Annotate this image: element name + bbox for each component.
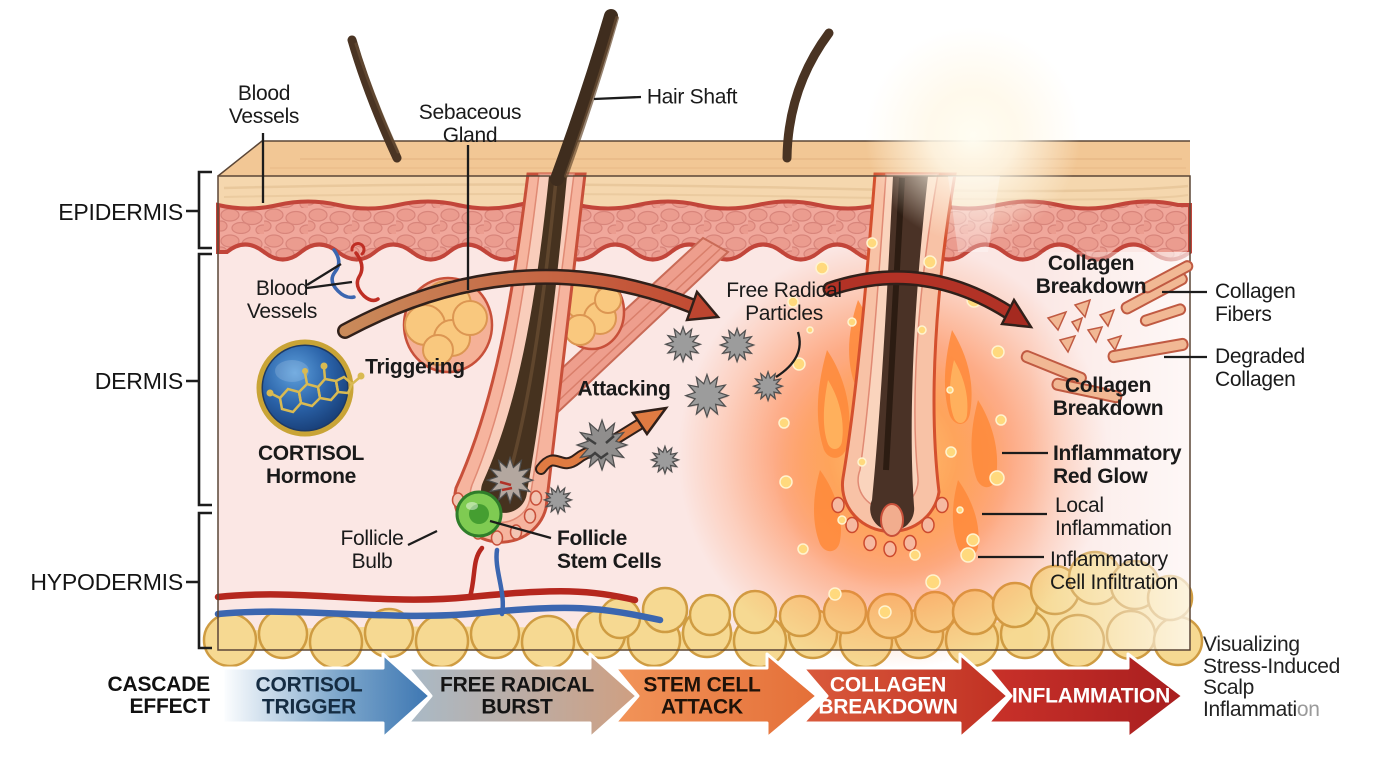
cortisol-hormone-icon bbox=[256, 339, 365, 437]
cascade-step-free-radical-burst: FREE RADICAL BURST bbox=[440, 673, 594, 718]
inflammatory-cell-infiltration-label: Inflammatory Cell Infiltration bbox=[1050, 548, 1178, 594]
triggering-arrowhead bbox=[685, 289, 721, 322]
epidermis-label: EPIDERMIS bbox=[58, 199, 183, 225]
blood-vessels-dermis-label: Blood Vessels bbox=[246, 277, 318, 323]
inflammatory-red-glow-label: Inflammatory Red Glow bbox=[1053, 442, 1182, 488]
degraded-collagen-label: Degraded Collagen bbox=[1215, 345, 1305, 391]
caption-line: Inflammation bbox=[1203, 697, 1320, 721]
free-radical-particles-label: Free Radical Particles bbox=[726, 279, 842, 325]
free-radical-bulb-icon: ✹ bbox=[484, 448, 536, 515]
cortisol-molecule-icon bbox=[271, 367, 360, 414]
damaged-cell-marks bbox=[499, 480, 513, 492]
bulb-cells-right bbox=[831, 496, 949, 558]
dermal-blood-vessels bbox=[330, 242, 380, 303]
collagen-fragments bbox=[1020, 260, 1194, 404]
caption-line: Stress-Induced bbox=[1203, 654, 1341, 678]
cascade-arrow-4 bbox=[801, 652, 1010, 740]
breakdown-arrowhead bbox=[1000, 297, 1034, 329]
attacking-label: Attacking bbox=[577, 377, 671, 401]
light-glare bbox=[865, 27, 1081, 252]
blood-vessels-top-label: Blood Vessels bbox=[228, 82, 300, 128]
collagen-fibers-label: Collagen Fibers bbox=[1215, 280, 1296, 326]
cascade-arrow-3 bbox=[613, 652, 819, 740]
cascade-step-inflammation: INFLAMMATION bbox=[1011, 684, 1171, 708]
free-radical-icon: ✹ bbox=[683, 365, 731, 428]
collagen-breakdown-upper-label: Collagen Breakdown bbox=[1035, 252, 1147, 298]
cascade-arrow-1 bbox=[221, 652, 432, 740]
free-radical-icon: ✹ bbox=[649, 440, 681, 481]
diagram-caption: Visualizing Stress-Induced Scalp Inflamm… bbox=[1203, 634, 1340, 720]
hair-follicle-right-inflamed bbox=[831, 172, 957, 558]
dermal-structures bbox=[402, 172, 957, 558]
free-radical-attacker-icon: ✹ bbox=[574, 409, 631, 483]
free-radical-icon: ✹ bbox=[542, 480, 574, 521]
hair-shafts bbox=[347, 9, 834, 186]
caption-line: Visualizing bbox=[1203, 633, 1300, 656]
hair-shaft-label: Hair Shaft bbox=[646, 85, 738, 109]
local-inflammation-label: Local Inflammation bbox=[1055, 494, 1172, 540]
free-radical-icon: ✹ bbox=[663, 319, 703, 371]
cascade-step-collagen-breakdown: COLLAGEN BREAKDOWN bbox=[818, 673, 958, 718]
cascade-arrows bbox=[221, 652, 1185, 740]
free-radical-icon: ✹ bbox=[718, 322, 756, 371]
hypodermis-blood-vessels bbox=[214, 545, 664, 624]
cascade-step-stem-cell-attack: STEM CELL ATTACK bbox=[643, 673, 761, 718]
attacking-arrowhead bbox=[630, 406, 669, 437]
hair-follicle-left bbox=[451, 172, 587, 546]
sebaceous-gland-label: Sebaceous Gland bbox=[418, 101, 522, 147]
hypodermis-label: HYPODERMIS bbox=[30, 569, 183, 595]
cascade-arrow-5 bbox=[986, 652, 1185, 740]
stem-cell bbox=[455, 490, 503, 538]
cascade-step-cortisol-trigger: CORTISOL TRIGGER bbox=[255, 673, 363, 718]
leader-lines bbox=[261, 95, 1207, 559]
follicle-bulb-label: Follicle Bulb bbox=[340, 527, 404, 573]
process-arrows bbox=[337, 268, 1034, 475]
cortisol-hormone-label: CORTISOL Hormone bbox=[257, 442, 365, 488]
caption-line: Scalp bbox=[1203, 676, 1255, 699]
collagen-breakdown-lower-label: Collagen Breakdown bbox=[1052, 374, 1164, 420]
triggering-label: Triggering bbox=[365, 355, 465, 379]
cascade-arrow-2 bbox=[406, 652, 639, 740]
layer-brackets bbox=[186, 170, 212, 650]
cascade-effect-title: CASCADE EFFECT bbox=[107, 673, 211, 718]
dermis-label: DERMIS bbox=[94, 368, 183, 394]
free-radical-face bbox=[586, 435, 615, 460]
free-radical-icon: ✹ bbox=[751, 367, 784, 409]
follicle-stem-cells-label: Follicle Stem Cells bbox=[557, 527, 662, 573]
